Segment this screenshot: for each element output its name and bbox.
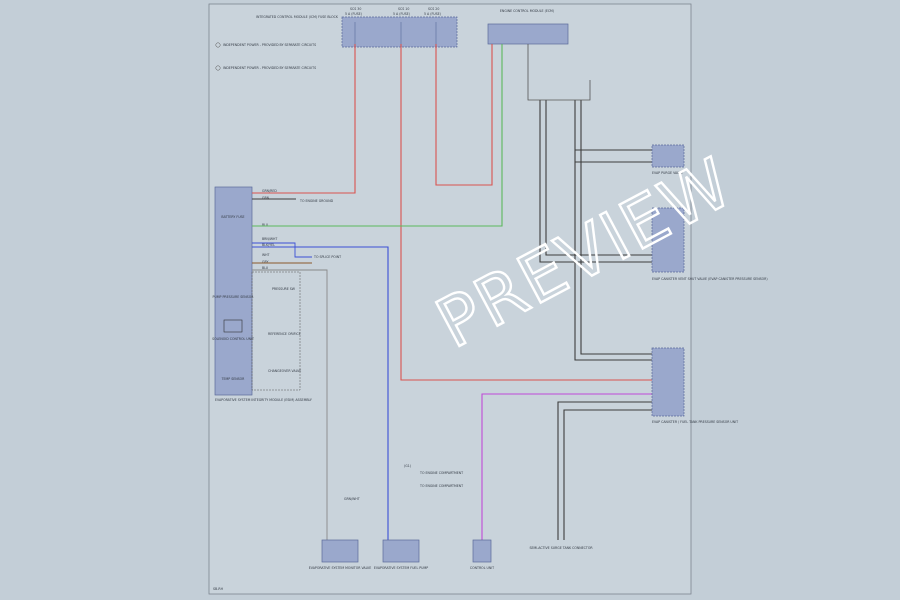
bottom-note-ground: (G1) — [404, 464, 411, 468]
sub-unit-frame — [251, 271, 301, 391]
wire-label-5: BLK/YEL — [262, 243, 275, 247]
wire-label-6: WHT — [262, 253, 270, 257]
bottom-component-2 — [382, 539, 420, 563]
main-unit-body — [214, 186, 253, 396]
page-footer: SB-RH — [213, 587, 224, 591]
control-module-title: ENGINE CONTROL MODULE (ECM) — [500, 9, 554, 13]
wire-label-7: GRY — [262, 260, 268, 264]
bottom-note-label: GRN/WHT — [344, 497, 360, 501]
fuse-col-rating-1: 5 A (FUSE) — [345, 12, 362, 16]
bottom-component-2-title: EVAPORATIVE SYSTEM FUEL PUMP — [374, 566, 428, 570]
wire-red-3 — [435, 44, 493, 186]
wire-green — [252, 44, 503, 227]
wire-black-vertical-3 — [574, 100, 652, 361]
wire-label-2: GRN — [262, 196, 270, 200]
circle-symbol-icon — [215, 42, 221, 48]
right-components: EVAP PURGE VALVE EVAP CANISTER VENT SHUT… — [651, 144, 768, 424]
control-module-body — [487, 23, 569, 45]
bottom-component-3-title: CONTROL UNIT — [470, 566, 494, 570]
fuse-box-body — [341, 16, 458, 48]
to-splice-label: TO SPLICE POINT — [313, 255, 341, 259]
wire-black-lower-1 — [557, 401, 652, 540]
bottom-note-2: TO ENGINE COMPARTMENT — [419, 484, 463, 488]
main-unit-inner-box — [223, 319, 243, 333]
fuse-col-header-2: SCS 10 — [398, 7, 409, 11]
to-engine-ground-label: TO ENGINE GROUND — [299, 199, 334, 203]
fuse-col-rating-2: 5 A (FUSE) — [393, 12, 410, 16]
fuse-box: INTEGRATED CONTROL MODULE (ICM) FUSE BLO… — [256, 7, 458, 48]
right-component-1 — [651, 144, 685, 168]
right-component-2-title: EVAP CANISTER VENT SHUT VALVE (EVAP CANI… — [652, 277, 768, 281]
bottom-component-4-title: SEMI-ACTIVE SURGE TANK CONNECTOR — [529, 546, 593, 550]
sub-unit-label-3: CHANGEOVER VALVE — [268, 369, 301, 373]
wire-labels: GRN/RED GRN BLU BRN/WHT BLK/YEL WHT GRY … — [262, 189, 341, 270]
diagram-sheet — [208, 3, 692, 595]
main-unit-label-2: PUMP PRESSURE SENSOR — [213, 295, 255, 299]
wire-label-4: BRN/WHT — [262, 237, 277, 241]
wire-gray — [252, 269, 328, 540]
wire-red-1 — [252, 44, 356, 194]
wire-blue — [252, 246, 389, 540]
wires — [252, 44, 652, 540]
main-unit: BATTERY FUSE PUMP PRESSURE SENSOR SOLENO… — [212, 186, 312, 402]
wire-black-vertical-4 — [580, 100, 652, 355]
wire-blue-2 — [252, 242, 312, 258]
right-component-3 — [651, 347, 685, 417]
main-unit-caption: EVAPORATIVE SYSTEM INTEGRITY MODULE (ESI… — [215, 398, 312, 402]
legend-item-1: INDEPENDENT POWER - PROVIDED BY SEPARATE… — [223, 43, 316, 47]
fuse-col-header-1: SCS 30 — [350, 7, 361, 11]
main-unit-label-1: BATTERY FUSE — [221, 215, 244, 219]
wire-black-vertical-2 — [545, 100, 652, 256]
fuse-col-rating-3: 5 A (FUSE) — [424, 12, 441, 16]
right-component-2 — [651, 207, 685, 273]
wire-black-top-right — [527, 44, 591, 101]
bottom-note-1: TO ENGINE COMPARTMENT — [419, 471, 463, 475]
circle-symbol-icon — [215, 65, 221, 71]
wire-black-lower-2 — [563, 409, 652, 540]
wire-red-2 — [400, 44, 652, 381]
bottom-components: EVAPORATIVE SYSTEM MONITOR VALVE EVAPORA… — [309, 464, 594, 570]
main-unit-label-4: TEMP SENSOR — [221, 377, 246, 381]
legend-item-2: INDEPENDENT POWER - PROVIDED BY SEPARATE… — [223, 66, 316, 70]
bottom-component-1-title: EVAPORATIVE SYSTEM MONITOR VALVE — [309, 566, 371, 570]
wire-black-vertical-1 — [539, 100, 652, 263]
sub-unit-label-1: PRESSURE SW — [272, 287, 296, 291]
fuse-col-header-3: SCS 20 — [428, 7, 439, 11]
legend: INDEPENDENT POWER - PROVIDED BY SEPARATE… — [215, 42, 316, 71]
sub-unit-label-2: REFERENCE ORIFICE — [268, 332, 301, 336]
bottom-component-3 — [472, 539, 492, 563]
right-component-3-title: EVAP CANISTER / FUEL TANK PRESSURE SENSO… — [652, 420, 738, 424]
main-unit-label-3: SOLENOID CONTROL UNIT — [212, 337, 254, 341]
fuse-box-title: INTEGRATED CONTROL MODULE (ICM) FUSE BLO… — [256, 15, 339, 19]
wire-purple — [481, 393, 652, 540]
wire-label-8: BLU — [262, 266, 269, 270]
bottom-component-1 — [321, 539, 359, 563]
right-component-1-title: EVAP PURGE VALVE — [652, 171, 683, 175]
wire-label-1: GRN/RED — [262, 189, 277, 193]
wire-label-3: BLU — [262, 223, 269, 227]
